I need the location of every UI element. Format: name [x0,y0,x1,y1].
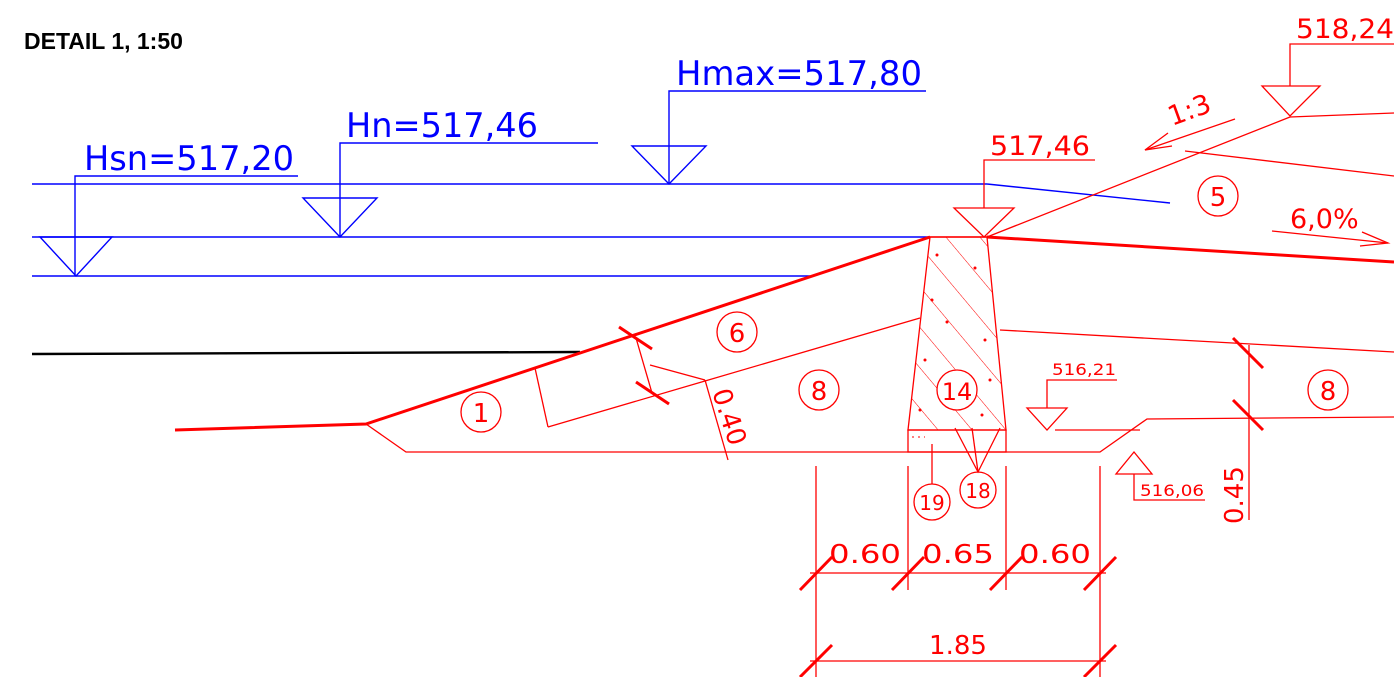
dim-045-tick-top [1231,336,1265,370]
thickness-line-040 [704,379,729,461]
mid-elevation-triangle [1025,407,1069,431]
layer-8-right-boundary [999,329,1394,353]
layer-label-6: 6 [729,319,746,349]
hn-label: Hn=517,46 [346,106,538,146]
layer-6-boundary [547,317,921,428]
top-right-elevation-label: 518,24 [1296,14,1394,45]
dim-tick-4 [1082,555,1118,592]
bottom-elevation-triangle [1114,450,1154,475]
wall-foundation [907,429,1007,453]
hmax-leader [668,90,926,184]
dim-label-total-185: 1.85 [929,631,987,661]
dim-label-right-060: 0.60 [1019,540,1091,570]
layer-label-8-left: 8 [811,377,828,407]
slope-ratio-label: 1:3 [1164,89,1215,133]
layer-marker-5 [1197,175,1239,217]
mid-elevation-label: 516,21 [1052,360,1116,379]
crest-elevation-leader [983,159,1095,208]
crest-elevation-triangle [952,207,1016,238]
slope-1-3-arrow [1144,118,1236,151]
layer-label-1: 1 [473,399,490,429]
layer-marker-14 [936,369,978,411]
top-right-elevation-leader [1289,43,1394,86]
crest-slope-thick [986,235,1394,264]
hsn-leader [74,175,298,276]
mid-elevation-leader [1046,379,1117,408]
hn-leader [339,142,598,237]
dim-tick-3 [988,555,1024,592]
layer-label-5: 5 [1210,183,1227,213]
dim-tick-6 [1082,643,1118,677]
dim-tick-2 [890,555,926,592]
bottom-elevation-label: 516,06 [1140,481,1204,500]
layer-label-19: 19 [919,491,944,515]
layer-label-8-right: 8 [1320,377,1337,407]
water-levels [32,90,1171,278]
dim-040-tick-top [618,325,653,351]
embankment-structure [174,43,1394,677]
wall-dots [918,253,992,417]
slope-1-3-line [986,116,1291,238]
dim-040-tick-bottom [635,380,670,406]
drain-top [649,364,706,381]
dim-label-065: 0.65 [922,540,994,570]
hmax-triangle-marker [630,145,708,186]
crest-fall-arrow [1271,230,1389,244]
hmax-label: Hmax=517,80 [676,54,922,94]
dim-label-left-060: 0.60 [829,540,901,570]
layer-marker-1 [460,391,502,433]
layer-label-18: 18 [965,479,990,503]
toe-lines [365,416,1394,453]
layer-5-lower [1184,150,1394,177]
dim-tick-5 [798,643,834,677]
dim-label-040: 0.40 [705,385,751,449]
crest-elevation-label: 517,46 [990,131,1090,162]
top-right-ground [1289,112,1394,118]
hsn-triangle-marker [38,236,114,278]
dim-tick-1 [798,555,834,592]
detail-title: DETAIL 1, 1:50 [24,28,183,54]
layer-label-14: 14 [942,378,973,406]
drain-outline [534,367,549,428]
hsn-label: Hsn=517,20 [84,139,294,179]
dim-045-tick-bottom [1231,398,1265,432]
crest-fall-label: 6,0% [1290,204,1359,235]
water-line-right [986,183,1171,204]
layer-marker-6 [716,311,758,353]
top-right-elevation-triangle [1260,85,1322,117]
layer-marker-8-right [1307,369,1349,411]
bottom-elevation-leader [1133,474,1205,501]
hn-triangle-marker [301,197,379,239]
layer-marker-8-left [798,369,840,411]
dim-label-045: 0.45 [1220,466,1250,524]
existing-ground-line [31,350,581,356]
